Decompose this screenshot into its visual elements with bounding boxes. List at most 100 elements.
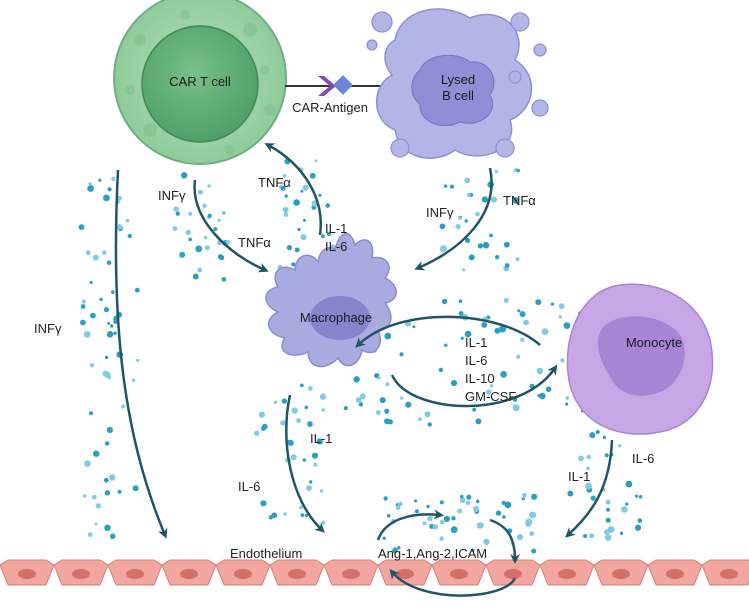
- cytokine-dot: [297, 227, 301, 232]
- cytokine-dot: [121, 404, 125, 409]
- cytokine-dot: [78, 224, 85, 231]
- cytokine-dot: [560, 358, 565, 363]
- cytokine-dot: [325, 203, 331, 208]
- cytokine-dot: [634, 494, 639, 498]
- cytokine-dot: [477, 243, 484, 249]
- cytokine-dot: [567, 490, 574, 497]
- cytokine-dot: [512, 404, 517, 408]
- cytokine-dot: [503, 241, 510, 248]
- cytokine-dot: [80, 319, 86, 326]
- cytokine-dot: [427, 516, 433, 522]
- cytokine-dot: [185, 229, 191, 235]
- cytokine-dot: [418, 417, 422, 421]
- cytokine-dot: [286, 245, 292, 251]
- cytokine-dot: [545, 386, 552, 393]
- loop-cytokine-gmcsf: GM-CSF: [465, 389, 516, 404]
- cytokine-dot: [625, 502, 629, 506]
- cytokine-dot: [326, 231, 332, 237]
- cytokine-dot: [282, 174, 287, 178]
- arrows: [114, 143, 614, 597]
- cytokine-dot: [258, 411, 265, 418]
- endothelial-nucleus: [558, 569, 576, 579]
- cytokine-dot: [306, 485, 312, 491]
- cytokine-dot: [225, 239, 231, 245]
- lysed-b-cell: Lysed B cell: [366, 8, 549, 159]
- cytokine-dot: [536, 367, 544, 375]
- arrow-ang-right: [489, 518, 520, 564]
- cytokine-dot: [104, 524, 111, 532]
- cytokine-dot: [88, 182, 92, 186]
- cytokine-dot: [443, 515, 450, 523]
- cytokine-dot: [173, 206, 179, 212]
- cytokine-dot: [290, 454, 297, 461]
- endothelial-nucleus: [342, 569, 360, 579]
- cytokine-dot: [521, 497, 525, 501]
- cytokine-dot: [583, 534, 588, 538]
- cytokine-dot: [619, 531, 624, 535]
- cytokine-dot: [197, 267, 203, 273]
- car-antigen-label: CAR-Antigen: [292, 100, 368, 115]
- endothelial-nucleus: [18, 569, 36, 579]
- ang-icam-label: Ang-1,Ang-2,ICAM: [378, 546, 487, 561]
- cytokine-dot: [602, 435, 607, 440]
- cytokine-dot: [386, 514, 391, 518]
- cytokine-dot: [321, 520, 326, 525]
- il1-top-label: IL-1: [325, 221, 347, 236]
- cytokine-dot: [254, 430, 260, 436]
- cytokine-dot: [458, 299, 463, 304]
- arrow-cart-to-endothelium: [114, 169, 168, 539]
- tnfa-top-label: TNFα: [258, 175, 291, 190]
- cytokine-dot: [304, 405, 309, 410]
- cytokine-dot: [395, 505, 401, 511]
- cytokine-dot: [465, 500, 471, 506]
- cytokine-dot: [457, 508, 463, 514]
- cytokine-dot: [116, 195, 122, 201]
- cytokine-dot: [283, 512, 287, 516]
- il1-monocyte-label: IL-1: [568, 469, 590, 484]
- cytokine-dot: [565, 396, 570, 400]
- cytokine-dot: [106, 426, 113, 434]
- cytokine-dot: [293, 199, 300, 206]
- cytokine-dot: [308, 386, 313, 391]
- cytokine-dot: [459, 497, 466, 504]
- endothelial-nucleus: [720, 569, 738, 579]
- cytokine-dot: [221, 210, 226, 215]
- cytokine-dot: [392, 547, 398, 554]
- car-t-cell-label: CAR T cell: [169, 74, 231, 89]
- cytokine-dot: [87, 185, 94, 192]
- cytokine-dot: [460, 336, 464, 340]
- cytokine-dot: [606, 507, 611, 512]
- cytokine-dot: [634, 524, 642, 531]
- cytokine-dot: [455, 223, 461, 230]
- cytokine-dot: [358, 402, 364, 407]
- cytokine-dot: [89, 280, 93, 285]
- cytokine-dot: [405, 401, 412, 408]
- cytokine-dot: [300, 234, 307, 241]
- cytokine-dot: [136, 358, 140, 362]
- cytokine-dot: [451, 516, 456, 521]
- cytokine-dot: [470, 548, 475, 553]
- cytokine-dot: [427, 422, 432, 427]
- cytokine-dot: [439, 500, 444, 505]
- cytokine-dot: [494, 169, 499, 174]
- cytokine-dot: [281, 398, 287, 404]
- car-antigen-connector: CAR-Antigen: [285, 75, 400, 115]
- cytokine-dot: [85, 250, 91, 256]
- cytokine-dot: [399, 352, 404, 357]
- cytokine-dot: [94, 522, 98, 526]
- cytokine-dot: [481, 322, 488, 328]
- cytokine-dot: [103, 194, 110, 202]
- endothelial-nucleus: [180, 569, 198, 579]
- cytokine-dot: [109, 533, 116, 540]
- cytokine-dot: [80, 304, 86, 309]
- cytokine-dot: [382, 536, 386, 540]
- arrow-monocyte-to-endothelium: [565, 439, 614, 538]
- cytokine-dot: [475, 211, 480, 217]
- cytokine-dot: [590, 495, 596, 501]
- cytokine-dot: [302, 458, 306, 462]
- cytokine-dot: [283, 212, 289, 217]
- cytokine-dot: [98, 178, 102, 182]
- endothelium-label: Endothelium: [230, 546, 302, 561]
- car-t-cell: CAR T cell: [113, 0, 287, 165]
